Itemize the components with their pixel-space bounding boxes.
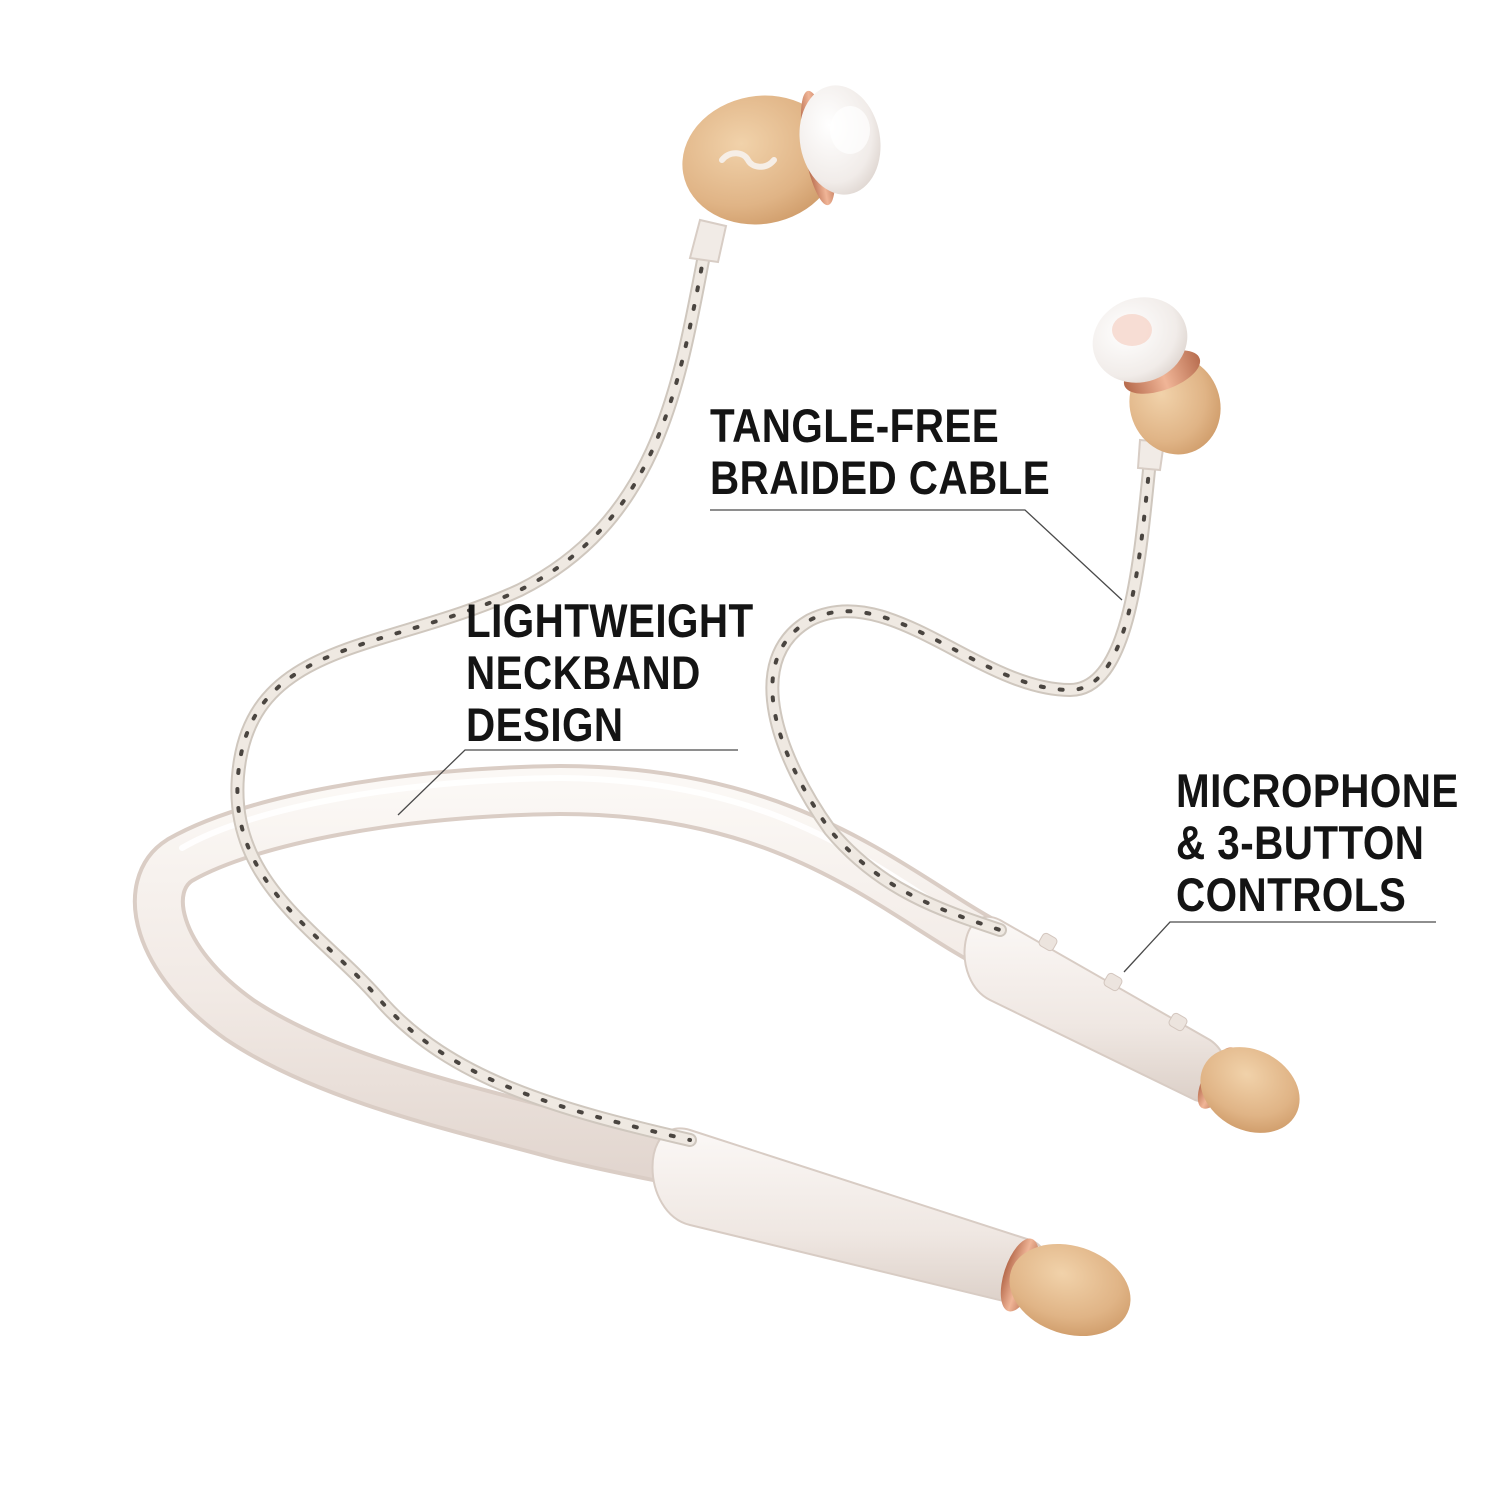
left-pod-wood-cap xyxy=(1009,1243,1131,1337)
callout-tangle-free-cable: TANGLE-FREE BRAIDED CABLE xyxy=(710,400,1050,504)
braided-cable-right xyxy=(765,453,1157,937)
callout-controls-line-2: & 3-BUTTON xyxy=(1176,816,1425,869)
control-pod xyxy=(963,916,1300,1133)
callout-cable-line-2: BRAIDED CABLE xyxy=(710,451,1051,504)
callout-neckband-line-2: NECKBAND xyxy=(466,646,701,699)
right-pod-wood-cap xyxy=(1200,1047,1300,1133)
callout-microphone-controls: MICROPHONE & 3-BUTTON CONTROLS xyxy=(1176,765,1459,921)
callout-neckband-line-1: LIGHTWEIGHT xyxy=(466,594,754,647)
left-earbud xyxy=(682,85,881,264)
callout-lightweight-neckband: LIGHTWEIGHT NECKBAND DESIGN xyxy=(466,595,754,751)
left-pod xyxy=(651,1127,1131,1337)
callout-cable-line-1: TANGLE-FREE xyxy=(710,399,1000,452)
leader-lines xyxy=(397,509,1436,973)
leader-line-cable xyxy=(710,509,1123,601)
leader-line-controls xyxy=(1123,921,1436,973)
callout-controls-line-3: CONTROLS xyxy=(1176,868,1407,921)
neckband xyxy=(132,763,1026,1196)
braided-cable-left xyxy=(230,243,712,1147)
right-earbud xyxy=(1092,297,1221,472)
callout-controls-line-1: MICROPHONE xyxy=(1176,764,1459,817)
leader-line-neckband xyxy=(397,749,738,816)
callout-neckband-line-3: DESIGN xyxy=(466,698,624,751)
